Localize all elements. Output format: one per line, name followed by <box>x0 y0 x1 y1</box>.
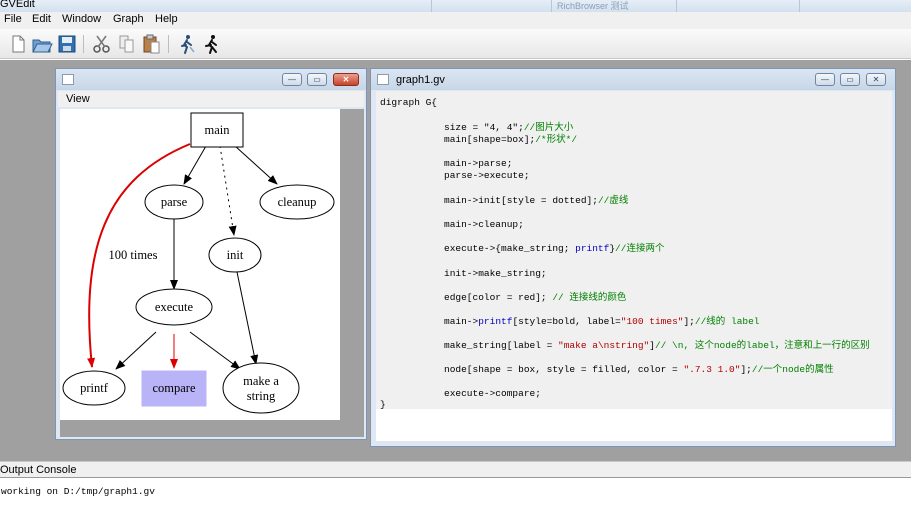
toolbar-separator <box>83 35 84 53</box>
toolbar-separator <box>168 35 169 53</box>
node-main-label: main <box>205 123 231 137</box>
node-make-string-label-line2: string <box>247 389 276 403</box>
edge-init-make-string <box>236 271 259 365</box>
background-window-title: RichBrowser 测试 <box>557 1 629 11</box>
cut-icon[interactable] <box>91 33 113 55</box>
graph-viewport[interactable]: main parse cleanup init 100 times execut… <box>60 109 364 437</box>
menu-file[interactable]: File <box>4 13 22 25</box>
app-title-bar: GVEdit RichBrowser 测试 <box>0 0 911 12</box>
toolbar <box>0 29 911 59</box>
code-line: execute->{make_string; printf}//连接两个 <box>444 243 665 254</box>
menu-edit[interactable]: Edit <box>32 13 51 25</box>
menu-bar: File Edit Window Graph Help <box>0 12 911 29</box>
menu-graph[interactable]: Graph <box>113 13 144 25</box>
menu-window[interactable]: Window <box>62 13 102 25</box>
app-title: GVEdit <box>0 0 35 10</box>
new-file-icon[interactable] <box>7 33 29 55</box>
code-line: main->init[style = dotted];//虚线 <box>444 195 629 206</box>
output-console[interactable]: working on D:/tmp/graph1.gv <box>0 477 911 515</box>
code-line: } <box>380 399 386 410</box>
node-cleanup-label: cleanup <box>278 195 317 209</box>
save-icon[interactable] <box>56 33 78 55</box>
restore-icon[interactable]: ▭ <box>840 73 860 86</box>
code-line: main->printf[style=bold, label="100 time… <box>444 316 760 327</box>
code-line: main[shape=box];/*形状*/ <box>444 134 578 145</box>
view-window-titlebar[interactable]: — ▭ ✕ <box>56 69 366 90</box>
node-compare-label: compare <box>152 381 195 395</box>
code-line: main->parse; <box>444 158 513 169</box>
code-line: parse->execute; <box>444 170 530 181</box>
document-icon <box>377 74 389 85</box>
close-icon[interactable]: ✕ <box>866 73 886 86</box>
editor-window-title: graph1.gv <box>396 74 445 86</box>
node-parse-label: parse <box>161 195 188 209</box>
node-init-label: init <box>227 248 244 262</box>
minimize-icon[interactable]: — <box>282 73 302 86</box>
node-make-string-label-line1: make a <box>243 374 279 388</box>
code-editor[interactable]: digraph G{ size = "4, 4";//图片大小 main[sha… <box>376 91 892 441</box>
layout-run-icon[interactable] <box>176 33 198 55</box>
edge-main-init <box>219 145 237 236</box>
code-line: edge[color = red]; // 连接线的颜色 <box>444 292 627 303</box>
title-divider <box>431 0 432 12</box>
title-divider <box>799 0 800 12</box>
code-line: node[shape = box, style = filled, color … <box>444 364 834 375</box>
close-icon[interactable]: ✕ <box>333 73 359 86</box>
code-line: size = "4, 4";//图片大小 <box>444 122 574 133</box>
minimize-icon[interactable]: — <box>815 73 835 86</box>
node-parse <box>144 184 204 220</box>
node-main <box>190 112 244 148</box>
copy-icon[interactable] <box>116 33 138 55</box>
console-message: working on D:/tmp/graph1.gv <box>1 486 155 497</box>
code-line: digraph G{ <box>380 97 438 108</box>
output-console-title: Output Console <box>0 464 77 476</box>
code-line: main->cleanup; <box>444 219 524 230</box>
graph-canvas: main parse cleanup init 100 times execut… <box>60 109 340 420</box>
code-line: init->make_string; <box>444 268 547 279</box>
node-printf-label: printf <box>80 381 109 395</box>
title-divider <box>551 0 552 12</box>
edge-label-100-times: 100 times <box>109 248 158 262</box>
open-folder-icon[interactable] <box>31 33 53 55</box>
node-compare <box>141 370 207 407</box>
run-icon[interactable] <box>200 33 222 55</box>
output-console-header: Output Console <box>0 461 911 477</box>
editor-window-titlebar[interactable]: graph1.gv — ▭ ✕ <box>371 69 895 90</box>
view-window: — ▭ ✕ View <box>55 68 367 440</box>
view-label-bar: View <box>58 91 364 107</box>
restore-icon[interactable]: ▭ <box>307 73 327 86</box>
document-icon <box>62 74 74 85</box>
view-label: View <box>66 93 90 105</box>
node-make-string <box>222 362 300 414</box>
node-init <box>208 237 262 273</box>
node-cleanup <box>259 184 335 220</box>
code-line: execute->compare; <box>444 388 541 399</box>
editor-window: graph1.gv — ▭ ✕ digraph G{ size = "4, 4"… <box>370 68 896 447</box>
node-execute <box>135 288 213 326</box>
node-execute-label: execute <box>155 300 194 314</box>
title-divider <box>676 0 677 12</box>
edge-main-parse <box>183 145 207 185</box>
code-line: make_string[label = "make a\nstring"]// … <box>444 340 870 351</box>
edge-main-printf <box>87 143 191 368</box>
edge-execute-make-string <box>189 331 241 370</box>
edge-execute-printf <box>115 331 157 370</box>
paste-icon[interactable] <box>141 33 163 55</box>
menu-help[interactable]: Help <box>155 13 178 25</box>
node-printf <box>62 370 126 406</box>
code-text[interactable]: digraph G{ size = "4, 4";//图片大小 main[sha… <box>376 91 892 410</box>
graph-svg: main parse cleanup init 100 times execut… <box>62 112 335 414</box>
edge-main-cleanup <box>234 145 278 185</box>
